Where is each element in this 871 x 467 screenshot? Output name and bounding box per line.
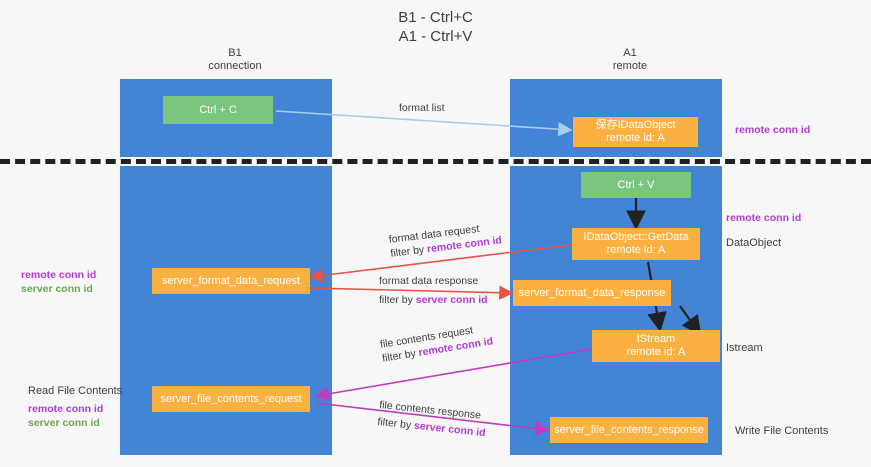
box-server-format-data-request-label: server_format_data_request bbox=[161, 274, 301, 287]
box-istream-line2: remote id: A bbox=[626, 346, 686, 358]
annotation-remote-conn-id-mid: remote conn id bbox=[726, 212, 802, 224]
filter-by-label-1: filter by bbox=[389, 243, 425, 260]
lane-a1-bottom bbox=[510, 166, 722, 455]
annotation-istream: Istream bbox=[726, 342, 763, 354]
annotation-left-server-conn-id-2: server conn id bbox=[28, 417, 100, 429]
box-istream-line1: IStream bbox=[636, 333, 676, 345]
box-server-file-contents-request-label: server_file_contents_request bbox=[160, 392, 302, 405]
box-server-file-contents-request[interactable]: server_file_contents_request bbox=[152, 386, 310, 412]
box-ctrl-c[interactable]: Ctrl + C bbox=[163, 96, 273, 124]
column-header-a1-role: remote bbox=[612, 60, 648, 72]
box-server-file-contents-response-label: server_file_contents_response bbox=[554, 423, 704, 436]
edge-label-format-data-response: format data response filter by server co… bbox=[379, 274, 488, 307]
annotation-left-remote-conn-id-1: remote conn id bbox=[21, 269, 97, 281]
box-server-format-data-response-label: server_format_data_response bbox=[518, 286, 666, 299]
annotation-dataobject: DataObject bbox=[726, 237, 782, 249]
box-getdata-line1: IDataObject::GetData bbox=[583, 231, 689, 243]
edge-label-file-contents-request: file contents request filter by remote c… bbox=[379, 320, 494, 365]
column-header-b1-role: connection bbox=[208, 60, 262, 72]
annotation-write-file-contents: Write File Contents bbox=[735, 425, 829, 437]
box-idataobject[interactable]: 保存IDataObject remote id: A bbox=[573, 117, 698, 147]
edge-label-format-list: format list bbox=[399, 102, 445, 114]
filter-by-label-3: filter by bbox=[381, 347, 417, 365]
server-conn-id-1: server conn id bbox=[415, 294, 488, 306]
annotation-left-remote-conn-id-2: remote conn id bbox=[28, 403, 104, 415]
annotation-left-server-conn-id-1: server conn id bbox=[21, 283, 93, 295]
box-ctrl-c-label: Ctrl + C bbox=[199, 103, 237, 116]
box-getdata-line2: remote id: A bbox=[606, 244, 666, 256]
annotation-left-conn-ids-lower: remote conn id server conn id bbox=[28, 402, 103, 430]
edge-label-file-contents-response: file contents response filter by server … bbox=[377, 398, 488, 440]
title-line-1: B1 - Ctrl+C bbox=[398, 9, 473, 26]
annotation-left-conn-ids-upper: remote conn id server conn id bbox=[21, 268, 96, 296]
title-line-2: A1 - Ctrl+V bbox=[398, 28, 473, 45]
annotation-read-file-contents: Read File Contents bbox=[28, 385, 123, 397]
filter-by-label-2: filter by bbox=[379, 294, 413, 306]
phase-divider bbox=[0, 159, 871, 164]
annotation-remote-conn-id-top: remote conn id bbox=[735, 124, 811, 136]
box-server-file-contents-response[interactable]: server_file_contents_response bbox=[550, 417, 708, 443]
box-idataobject-line2: remote id: A bbox=[606, 132, 665, 144]
box-server-format-data-request[interactable]: server_format_data_request bbox=[152, 268, 310, 294]
box-istream[interactable]: IStream remote id: A bbox=[592, 330, 720, 362]
box-idataobject-line1: 保存IDataObject bbox=[595, 119, 676, 131]
box-server-format-data-response[interactable]: server_format_data_response bbox=[513, 280, 671, 306]
server-conn-id-2: server conn id bbox=[413, 419, 487, 440]
box-getdata[interactable]: IDataObject::GetData remote id: A bbox=[572, 228, 700, 260]
edge-label-format-data-response-text: format data response bbox=[379, 275, 479, 287]
box-ctrl-v-label: Ctrl + V bbox=[617, 178, 655, 191]
page-title: B1 - Ctrl+C A1 - Ctrl+V bbox=[0, 8, 871, 46]
column-header-b1: B1 connection bbox=[140, 47, 330, 73]
column-header-b1-name: B1 bbox=[228, 47, 242, 59]
filter-by-label-4: filter by bbox=[376, 415, 412, 432]
edge-label-format-data-request: format data request filter by remote con… bbox=[388, 219, 503, 260]
box-ctrl-v[interactable]: Ctrl + V bbox=[581, 172, 691, 198]
column-header-a1-name: A1 bbox=[623, 47, 637, 59]
column-header-a1: A1 remote bbox=[535, 47, 725, 73]
